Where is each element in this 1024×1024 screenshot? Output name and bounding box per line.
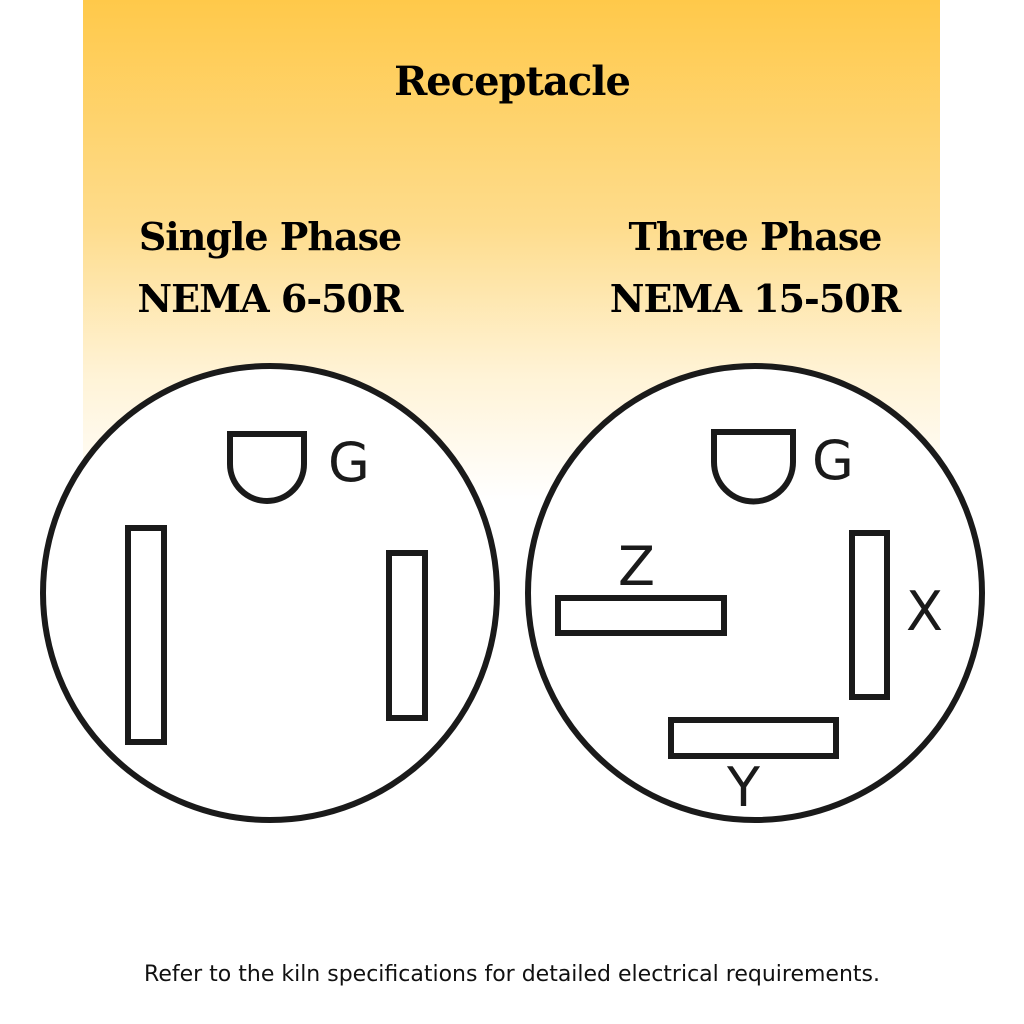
three-phase-heading: Three Phase NEMA 15-50R [535,206,975,330]
three-phase-label: Three Phase [628,214,883,259]
single-phase-model: NEMA 6-50R [137,276,403,321]
left-blade-slot [125,525,167,745]
y-label: Y [726,756,761,819]
three-phase-model: NEMA 15-50R [609,276,902,321]
z-slot [555,595,727,636]
y-slot [668,717,839,759]
z-label: Z [618,535,655,598]
ground-label: G [812,429,854,492]
x-slot [849,530,890,700]
x-label: X [906,580,943,643]
single-phase-heading: Single Phase NEMA 6-50R [50,206,490,330]
ground-label: G [328,431,370,494]
single-phase-label: Single Phase [138,214,402,259]
receptacle-face [525,363,985,823]
ground-slot [711,429,796,505]
page-title: Receptacle [394,58,631,105]
right-blade-slot [386,550,428,721]
footer-note: Refer to the kiln specifications for det… [144,962,880,987]
ground-slot [227,431,307,504]
three-phase-receptacle [525,363,985,823]
single-phase-receptacle [40,363,500,823]
